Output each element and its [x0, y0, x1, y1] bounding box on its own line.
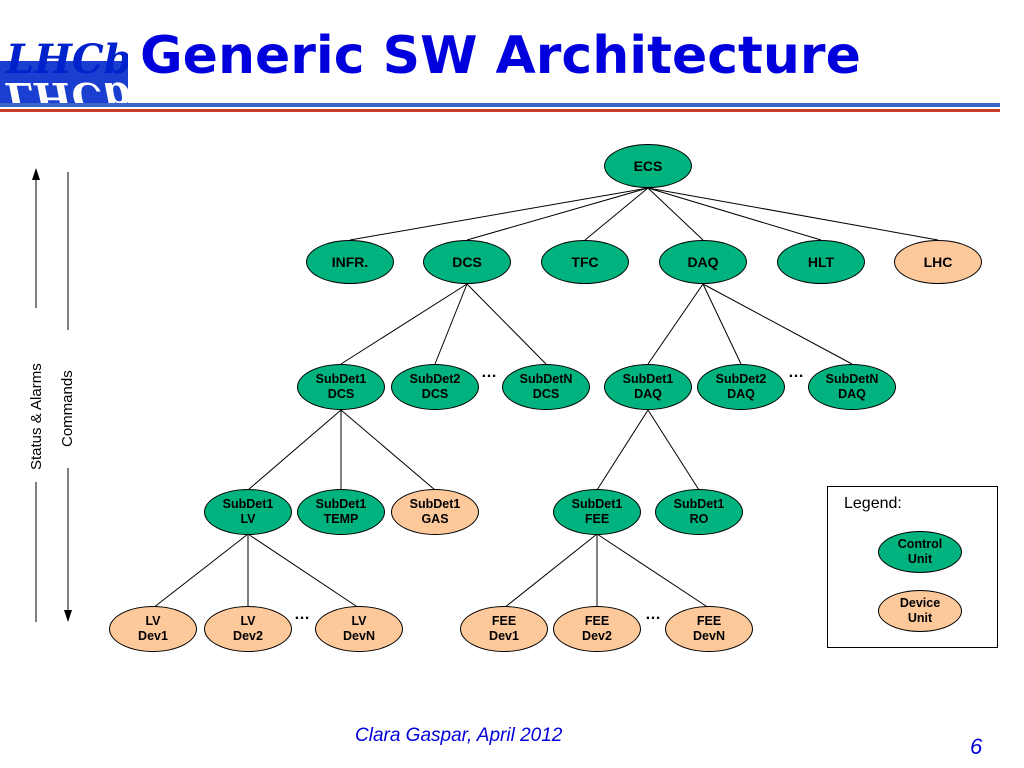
node-label-line2: DAQ	[838, 387, 866, 401]
footer-author-date: Clara Gaspar, April 2012	[355, 725, 563, 746]
node-label-line1: LHC	[923, 253, 953, 270]
node-subdet1-fee: SubDet1 FEE	[553, 489, 641, 535]
page-number: 6	[970, 734, 983, 759]
node-daq: DAQ	[659, 240, 747, 284]
node-label-line1: SubDet1	[673, 497, 725, 511]
node-label-line1: DAQ	[687, 253, 719, 270]
commands-label: Commands	[59, 370, 76, 447]
node-label-line1: LV	[240, 614, 256, 628]
node-label-line2: DAQ	[727, 387, 755, 401]
ellipsis-dcs: …	[481, 364, 497, 381]
node-subdet2-daq: SubDet2 DAQ	[697, 364, 785, 410]
node-label-line2: DCS	[421, 387, 449, 401]
node-label-line1: SubDet1	[222, 497, 274, 511]
node-subdet1-gas: SubDet1 GAS	[391, 489, 479, 535]
node-lv-dev1: LV Dev1	[109, 606, 197, 652]
node-label-line2: DevN	[343, 629, 375, 643]
node-lv-devn: LV DevN	[315, 606, 403, 652]
node-subdet1-lv: SubDet1 LV	[204, 489, 292, 535]
node-label-line2: DCS	[327, 387, 355, 401]
node-hlt: HLT	[777, 240, 865, 284]
node-label-line1: HLT	[807, 253, 835, 270]
node-label-line1: DCS	[452, 253, 482, 270]
title-rule-red	[0, 109, 1000, 112]
node-label-line1: SubDet1	[622, 372, 674, 386]
node-label-line2: Dev1	[138, 629, 168, 643]
node-label-line1: FEE	[491, 614, 517, 628]
legend-box: Legend: Control Unit Device Unit	[827, 486, 998, 648]
node-label-line1: ECS	[633, 157, 663, 174]
node-lhc: LHC	[894, 240, 982, 284]
node-label-line1: SubDetN	[825, 372, 879, 386]
status-alarms-label: Status & Alarms	[28, 363, 45, 470]
node-label-line2: Dev2	[233, 629, 263, 643]
node-label-line2: Dev2	[582, 629, 612, 643]
node-label-line1: SubDet1	[315, 372, 367, 386]
node-label-line1: SubDet2	[715, 372, 767, 386]
node-ecs: ECS	[604, 144, 692, 188]
legend-label-line1: Device	[899, 596, 941, 610]
node-subdetn-dcs: SubDetN DCS	[502, 364, 590, 410]
svg-text:LHCb: LHCb	[5, 36, 128, 83]
node-fee-dev2: FEE Dev2	[553, 606, 641, 652]
node-label-line1: SubDet1	[409, 497, 461, 511]
node-label-line1: SubDet1	[571, 497, 623, 511]
slide-title: Generic SW Architecture	[140, 26, 861, 86]
node-label-line2: Dev1	[489, 629, 519, 643]
legend-title: Legend:	[844, 495, 902, 512]
node-label-line2: RO	[689, 512, 709, 526]
legend-control-unit: Control Unit	[878, 531, 962, 573]
legend-label-line2: Unit	[907, 611, 933, 625]
node-label-line2: DevN	[693, 629, 725, 643]
ellipsis-daq: …	[788, 364, 804, 381]
node-label-line1: SubDetN	[519, 372, 573, 386]
node-label-line2: TEMP	[323, 512, 359, 526]
node-label-line1: FEE	[584, 614, 610, 628]
node-tfc: TFC	[541, 240, 629, 284]
node-label-line1: LV	[145, 614, 161, 628]
legend-device-unit: Device Unit	[878, 590, 962, 632]
ellipsis-lv: …	[294, 606, 310, 623]
node-label-line1: SubDet1	[315, 497, 367, 511]
node-label-line1: FEE	[696, 614, 722, 628]
node-label-line1: SubDet2	[409, 372, 461, 386]
legend-label-line2: Unit	[907, 552, 933, 566]
node-label-line2: DAQ	[634, 387, 662, 401]
node-fee-devn: FEE DevN	[665, 606, 753, 652]
node-infr: INFR.	[306, 240, 394, 284]
node-subdet1-daq: SubDet1 DAQ	[604, 364, 692, 410]
ellipsis-fee: …	[645, 606, 661, 623]
node-label-line2: FEE	[584, 512, 610, 526]
node-fee-dev1: FEE Dev1	[460, 606, 548, 652]
node-label-line1: TFC	[571, 253, 599, 270]
node-label-line1: INFR.	[331, 253, 369, 270]
node-label-line1: LV	[351, 614, 367, 628]
node-dcs: DCS	[423, 240, 511, 284]
node-subdet2-dcs: SubDet2 DCS	[391, 364, 479, 410]
node-label-line2: DCS	[532, 387, 560, 401]
node-subdet1-dcs: SubDet1 DCS	[297, 364, 385, 410]
node-lv-dev2: LV Dev2	[204, 606, 292, 652]
node-subdet1-ro: SubDet1 RO	[655, 489, 743, 535]
title-rule-blue	[0, 103, 1000, 107]
node-label-line2: LV	[240, 512, 256, 526]
node-subdetn-daq: SubDetN DAQ	[808, 364, 896, 410]
node-subdet1-temp: SubDet1 TEMP	[297, 489, 385, 535]
legend-label-line1: Control	[897, 537, 943, 551]
node-label-line2: GAS	[421, 512, 449, 526]
